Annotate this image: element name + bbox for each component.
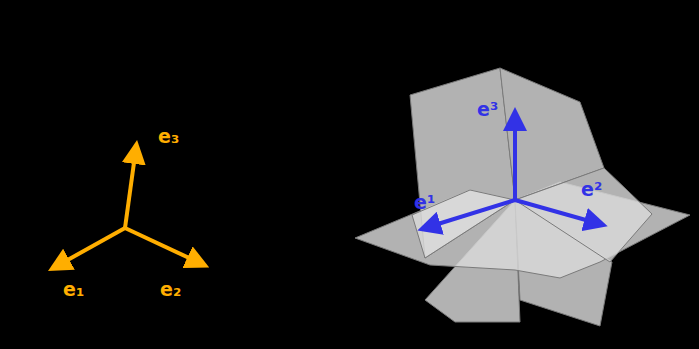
basis-label: e₃ [158,127,179,146]
dual-basis-label: e¹ [414,193,435,212]
basis-vectors [55,148,202,267]
coordinate-surfaces [355,68,690,326]
dual-basis-label: e³ [477,100,498,119]
dual-basis-label: e² [581,180,602,199]
basis-label: e₂ [160,280,181,299]
dual-basis-vectors [425,115,600,228]
basis-label: e₁ [63,280,84,299]
